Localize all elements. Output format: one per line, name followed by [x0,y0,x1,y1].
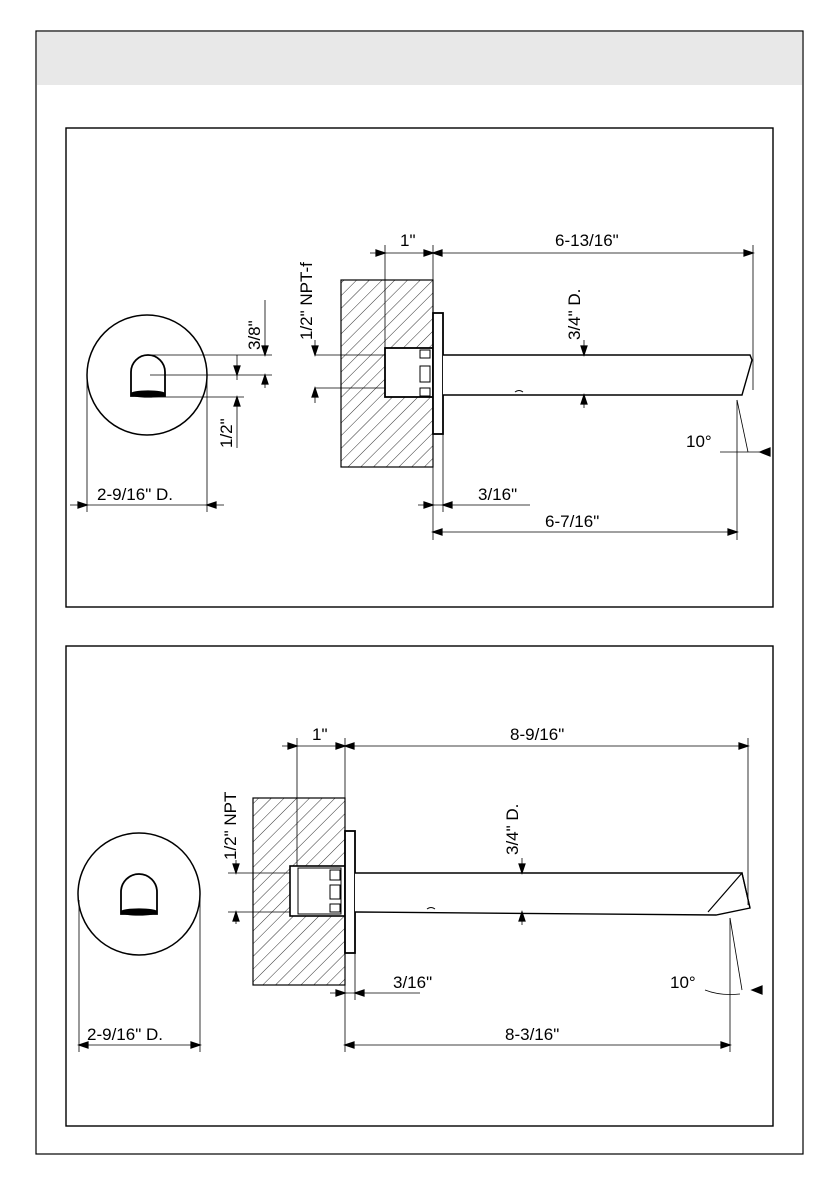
panel-2-spout-reach-top: 8-9/16" [510,725,564,744]
spout-tube [443,355,752,395]
panel-2-wall-depth: 1" [312,725,328,744]
spout-tube-2 [355,873,750,915]
panel-1-spout-reach-top: 6-13/16" [555,231,619,250]
panel-2-spout-reach-bottom: 8-3/16" [505,1025,559,1044]
outlet-shadow [131,391,165,397]
header-band [37,32,802,85]
panel-1-cutout-upper: 3/8" [245,320,264,350]
panel-1-spout-diameter: 3/4" D. [565,289,584,340]
panel-2-flange-thickness: 3/16" [393,973,432,992]
panel-1-angle: 10° [686,432,712,451]
panel-1-spout-reach-bottom: 6-7/16" [545,512,599,531]
wall-flange [433,313,443,434]
panel-2-flange-diameter: 2-9/16" D. [87,1025,163,1044]
wall-flange-2 [345,831,355,953]
panel-2-spout-diameter: 3/4" D. [503,804,522,855]
panel-2-connection: 1/2" NPT [221,792,240,860]
panel-1-connection: 1/2" NPT-f [297,262,316,340]
panel-1-cutout-lower: 1/2" [217,418,236,448]
panel-1-flange-thickness: 3/16" [478,485,517,504]
panel-1-wall-depth: 1" [400,231,416,250]
panel-2-angle: 10° [670,973,696,992]
panel-1-flange-diameter: 2-9/16" D. [97,485,173,504]
